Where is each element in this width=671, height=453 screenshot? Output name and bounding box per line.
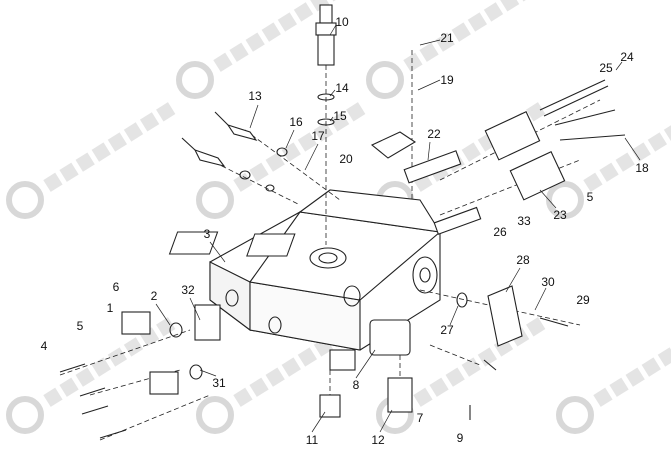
callout-15: 15 xyxy=(333,109,347,123)
callout-24: 24 xyxy=(620,50,634,64)
watermark-band xyxy=(43,315,179,407)
callout-4: 4 xyxy=(40,339,48,353)
callout-1: 1 xyxy=(106,301,114,315)
callout-2: 2 xyxy=(150,289,158,303)
callout-8: 8 xyxy=(352,378,360,392)
callout-23: 23 xyxy=(553,208,567,222)
watermark-band xyxy=(583,125,671,192)
watermark-logo-icon xyxy=(196,181,234,219)
callout-19: 19 xyxy=(440,73,454,87)
part-28-flange xyxy=(487,285,523,347)
callout-5: 5 xyxy=(76,319,84,333)
callout-11: 11 xyxy=(305,433,319,447)
callout-30: 30 xyxy=(541,275,555,289)
watermark-logo-icon xyxy=(366,61,404,99)
callout-10: 10 xyxy=(335,15,349,29)
part-20-plate xyxy=(370,131,417,159)
callout-29: 29 xyxy=(576,293,590,307)
callout-20: 20 xyxy=(339,152,353,166)
callout-32: 32 xyxy=(181,283,195,297)
callout-5: 5 xyxy=(586,190,594,204)
watermark-logo-icon xyxy=(6,181,44,219)
part-11-plug xyxy=(319,394,341,418)
callout-12: 12 xyxy=(371,433,385,447)
watermark-logo-icon xyxy=(556,396,594,434)
part-23-cover-lower xyxy=(509,151,566,201)
watermark-band xyxy=(213,0,336,72)
callout-16: 16 xyxy=(289,115,303,129)
watermark-band xyxy=(403,0,526,72)
callout-18: 18 xyxy=(635,161,649,175)
callout-33: 33 xyxy=(517,214,531,228)
callout-14: 14 xyxy=(335,81,349,95)
callout-21: 21 xyxy=(440,31,454,45)
part-13-sensors xyxy=(181,111,288,192)
valve-body xyxy=(168,189,442,371)
callout-9: 9 xyxy=(456,431,464,445)
part-12-cartridge xyxy=(387,377,413,413)
callout-27: 27 xyxy=(440,323,454,337)
watermark-band xyxy=(233,100,369,192)
watermark-band xyxy=(593,346,671,407)
callout-25: 25 xyxy=(599,61,613,75)
callout-6: 6 xyxy=(112,280,120,294)
watermark-logo-icon xyxy=(176,61,214,99)
callout-17: 17 xyxy=(311,129,325,143)
callout-7: 7 xyxy=(416,411,424,425)
callout-28: 28 xyxy=(516,253,530,267)
watermark-band xyxy=(43,100,179,192)
watermark-band xyxy=(413,315,549,407)
part-18-bolts xyxy=(539,79,626,141)
callout-22: 22 xyxy=(427,127,441,141)
callout-3: 3 xyxy=(203,227,211,241)
watermark-logo-icon xyxy=(6,396,44,434)
part-1-block xyxy=(121,311,151,335)
callout-13: 13 xyxy=(248,89,262,103)
watermark-logo-icon xyxy=(196,396,234,434)
callout-26: 26 xyxy=(493,225,507,239)
part-23-cover-upper xyxy=(484,111,541,161)
callout-31: 31 xyxy=(212,376,226,390)
